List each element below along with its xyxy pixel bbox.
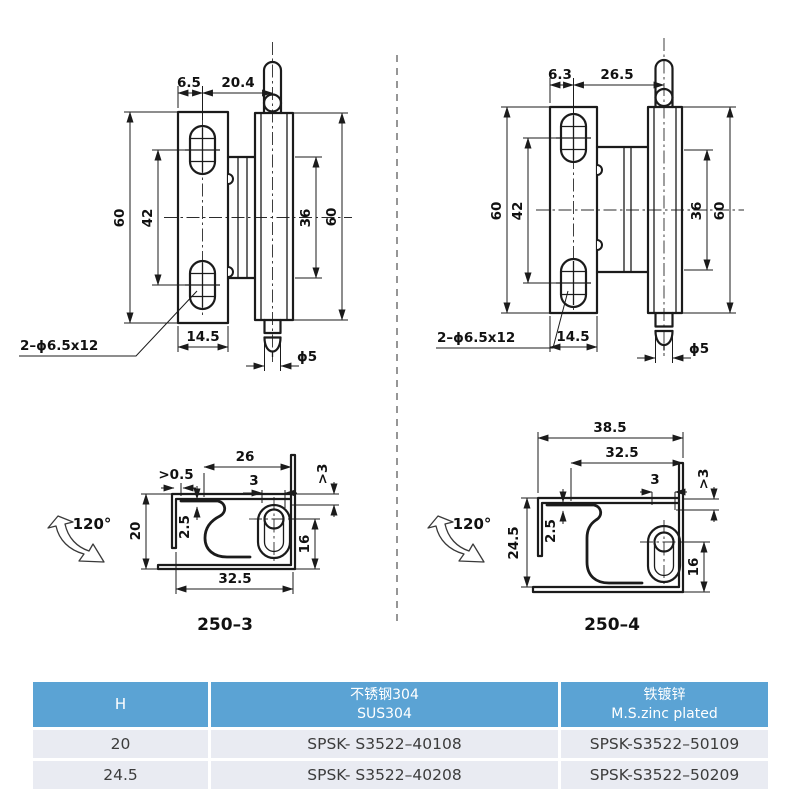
dim-hole-spacing: 42 (510, 202, 526, 221)
dim-knuckle-height: 36 (298, 209, 314, 228)
dim-bottom-width: 32.5 (218, 571, 251, 587)
dim-top-span: 20.4 (221, 75, 254, 91)
col-header-h: H (33, 682, 208, 727)
dim-edge-gap: >3 (696, 469, 712, 490)
dim-pin-diameter: ϕ5 (689, 341, 709, 357)
dim-leaf-offset: 2.5 (177, 515, 193, 539)
dim-height-right: 60 (324, 208, 340, 227)
dim-pin-offset: 3 (650, 472, 659, 488)
dim-top-width: 38.5 (593, 420, 626, 436)
open-angle-label: 120° (73, 515, 112, 533)
col-header-zinc-line1: 铁镀锌 (643, 686, 686, 703)
table-cell-ms-row2: SPSK-S3522–50209 (561, 761, 768, 789)
dim-height-left: 60 (489, 202, 505, 221)
view-label-250-4: 250–4 (584, 615, 640, 635)
dim-leaf-offset: 2.5 (543, 519, 559, 543)
dim-height: 24.5 (506, 526, 522, 559)
hinge-front-view-left: 6.5 20.4 60 42 36 60 14.5 ϕ5 2–ϕ6.5x12 (19, 42, 352, 371)
col-header-zinc-plated: 铁镀锌 M.S.zinc plated (561, 682, 768, 727)
col-header-zinc-line2: M.S.zinc plated (611, 705, 718, 722)
dim-top-offset: 6.5 (177, 75, 201, 91)
dim-pin-height: 16 (686, 558, 702, 577)
dim-pin-offset: 3 (249, 473, 258, 489)
table-cell-h-row1: 20 (33, 730, 208, 758)
col-header-sus304-line1: 不锈钢304 (350, 686, 419, 703)
slot-spec-label: 2–ϕ6.5x12 (437, 330, 515, 346)
dim-top-width: 26 (236, 449, 255, 465)
dim-top-span: 26.5 (600, 67, 633, 83)
dim-height: 20 (128, 522, 144, 541)
open-angle-label: 120° (453, 515, 492, 533)
dim-height-right: 60 (712, 202, 728, 221)
dim-height-left: 60 (112, 209, 128, 228)
table-cell-sus-row1: SPSK- S3522–40108 (211, 730, 558, 758)
table-cell-sus-row2: SPSK- S3522–40208 (211, 761, 558, 789)
dim-hole-spacing: 42 (140, 209, 156, 228)
hinge-front-view-right: 6.3 26.5 60 42 36 60 14.5 ϕ5 2–ϕ6.5x12 (436, 38, 744, 363)
col-header-h-label: H (114, 695, 127, 714)
dim-gap: >0.5 (158, 467, 193, 483)
dim-pin-diameter: ϕ5 (297, 349, 317, 365)
view-label-250-3: 250–3 (197, 615, 253, 635)
dim-knuckle-height: 36 (689, 202, 705, 221)
dim-top-offset: 6.3 (548, 67, 572, 83)
hinge-technical-drawing: 6.5 20.4 60 42 36 60 14.5 ϕ5 2–ϕ6.5x12 (19, 38, 744, 635)
slot-spec-label: 2–ϕ6.5x12 (20, 338, 98, 354)
dim-second-width: 32.5 (605, 445, 638, 461)
col-header-sus304: 不锈钢304 SUS304 (211, 682, 558, 727)
dim-pin-height: 16 (297, 535, 313, 554)
dim-leaf-width: 14.5 (186, 329, 219, 345)
table-cell-ms-row1: SPSK-S3522–50109 (561, 730, 768, 758)
spec-table: H 不锈钢304 SUS304 铁镀锌 M.S.zinc plated 20 S… (33, 682, 770, 789)
dim-edge-gap: >3 (315, 464, 331, 485)
dim-leaf-width: 14.5 (556, 329, 589, 345)
hinge-side-profile-left: >0.5 26 3 >3 2.5 20 16 32.5 120° 250–3 (47, 449, 339, 635)
hinge-side-profile-right: 38.5 32.5 3 >3 2.5 24.5 16 120° 250–4 (427, 420, 719, 635)
col-header-sus304-line2: SUS304 (357, 705, 412, 722)
table-cell-h-row2: 24.5 (33, 761, 208, 789)
